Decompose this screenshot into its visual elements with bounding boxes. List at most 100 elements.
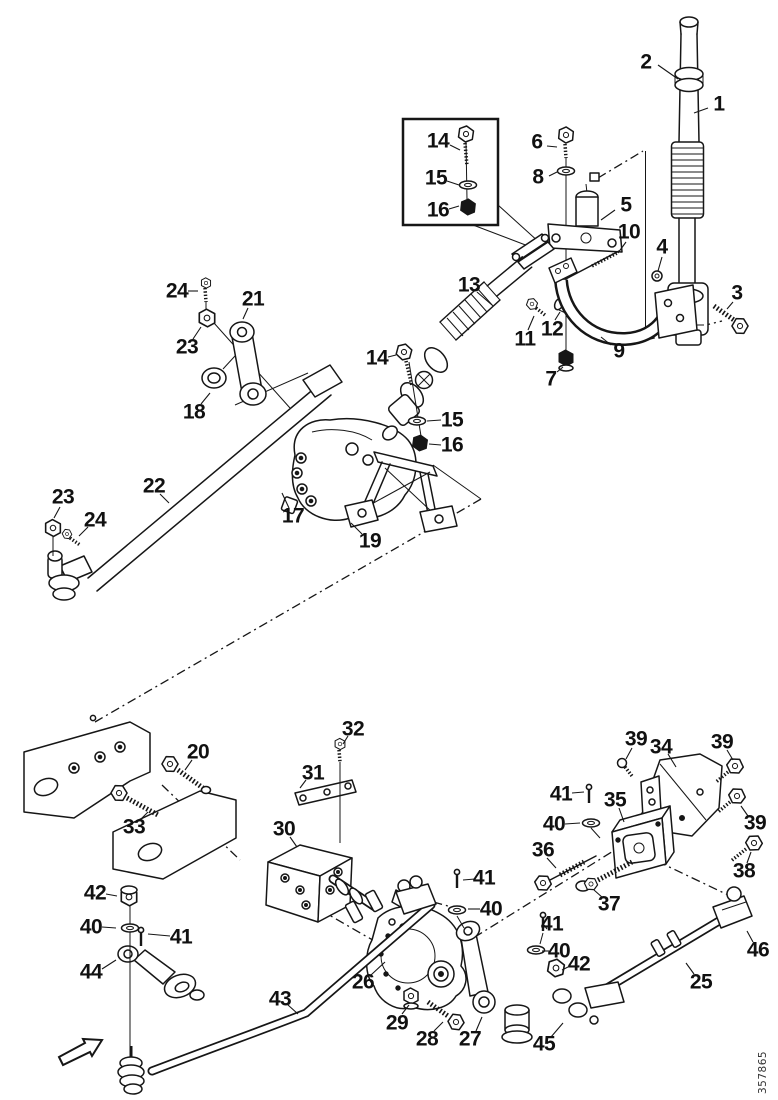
nut-16 xyxy=(411,433,429,453)
part-label-44: 44 xyxy=(80,961,103,984)
leader-line-46 xyxy=(746,930,754,943)
leader-line-41 xyxy=(147,933,171,937)
tie-rod-socket-right xyxy=(395,875,437,915)
part-label-41: 41 xyxy=(541,913,564,936)
bolt-39-b xyxy=(714,755,746,784)
leader-line-36 xyxy=(546,857,557,869)
leader-line-30 xyxy=(289,836,298,848)
leader-line-6 xyxy=(546,145,558,148)
part-label-14: 14 xyxy=(366,347,389,370)
part-label-8: 8 xyxy=(532,166,544,189)
part-label-30: 30 xyxy=(273,818,295,841)
leader-line-38 xyxy=(746,851,752,864)
leader-line-17 xyxy=(281,492,290,509)
column-bellows xyxy=(672,147,703,215)
ball-seats-45 xyxy=(552,988,599,1025)
part-label-42: 42 xyxy=(84,882,106,905)
leader-line-37 xyxy=(593,889,604,899)
nut-42-left xyxy=(120,885,138,907)
bolt-37 xyxy=(575,859,634,893)
part-label-13: 13 xyxy=(458,274,480,297)
leader-line-13 xyxy=(476,291,493,306)
part-label-21: 21 xyxy=(242,288,265,311)
part-label-22: 22 xyxy=(143,475,165,498)
leader-line-27 xyxy=(475,1016,483,1032)
steering-gear-17 xyxy=(280,417,417,522)
part-label-19: 19 xyxy=(359,530,381,553)
leader-line-39 xyxy=(625,747,633,760)
part-label-41: 41 xyxy=(170,926,193,949)
steering-shaft-13 xyxy=(387,233,555,453)
link-socket-left xyxy=(584,981,625,1009)
leader-line-39 xyxy=(726,749,734,761)
part-label-39: 39 xyxy=(625,728,647,751)
part-label-12: 12 xyxy=(541,318,563,341)
leader-line-14 xyxy=(387,354,397,358)
tie-rod-end-left xyxy=(117,1046,145,1095)
shaft-bellows xyxy=(439,281,501,341)
leader-line-5 xyxy=(600,209,616,221)
part-label-24: 24 xyxy=(166,280,189,303)
cotter-pin-41-a xyxy=(453,868,461,890)
leader-line-34 xyxy=(667,753,677,768)
valve-assembly xyxy=(524,125,623,372)
leader-line-33 xyxy=(139,811,149,821)
part-label-7: 7 xyxy=(545,368,556,391)
bolt-11 xyxy=(524,296,547,317)
leader-line-41 xyxy=(462,878,476,881)
part-label-40: 40 xyxy=(548,940,570,963)
leader-line-10 xyxy=(617,241,627,254)
part-label-41: 41 xyxy=(550,783,573,806)
part-label-5: 5 xyxy=(620,194,632,217)
leader-line-16 xyxy=(428,443,442,446)
leader-line-41 xyxy=(543,924,548,930)
nut-23-upper xyxy=(198,308,216,328)
part-label-3: 3 xyxy=(731,282,742,305)
leader-line-20 xyxy=(184,759,193,771)
part-label-1: 1 xyxy=(713,93,725,116)
part-label-27: 27 xyxy=(459,1028,481,1051)
link-socket xyxy=(302,364,343,398)
leader-line-23 xyxy=(53,506,61,519)
steering-arm-27 xyxy=(447,868,533,1044)
leader-line-9 xyxy=(600,336,612,346)
bolt-39-a xyxy=(616,757,634,778)
part-label-24: 24 xyxy=(84,509,107,532)
part-label-33: 33 xyxy=(123,816,145,839)
lock-washer-4 xyxy=(651,270,663,282)
part-label-46: 46 xyxy=(747,939,769,962)
support-bracket-9 xyxy=(548,257,698,347)
column-clamp-2 xyxy=(674,66,704,93)
pitman-arm-21 xyxy=(229,321,267,406)
clamp-collars xyxy=(344,889,384,924)
leader-line-21 xyxy=(242,307,249,320)
cotter-pin-41-left xyxy=(137,926,145,948)
leader-line-18 xyxy=(200,392,211,405)
leader-line-42 xyxy=(105,893,118,897)
leader-line-16 xyxy=(448,205,460,210)
mount-35 xyxy=(611,805,675,879)
part-label-11: 11 xyxy=(514,328,536,351)
part-label-37: 37 xyxy=(598,893,620,916)
frame-brackets xyxy=(23,721,357,923)
leader-line-44 xyxy=(101,959,117,970)
leader-line-2 xyxy=(657,64,679,80)
part-label-45: 45 xyxy=(533,1033,556,1056)
tie-rod-end-lower xyxy=(47,550,93,601)
washer-40-mid xyxy=(526,945,546,955)
leader-line-1 xyxy=(693,107,709,114)
washer-40-left xyxy=(120,923,140,933)
leader-line-40 xyxy=(101,926,117,929)
part-label-15: 15 xyxy=(425,167,448,190)
part-label-2: 2 xyxy=(640,51,651,74)
bolt-38 xyxy=(729,831,765,863)
bolt-39-c xyxy=(716,785,748,814)
part-label-25: 25 xyxy=(690,971,713,994)
part-label-43: 43 xyxy=(269,988,291,1011)
tie-rod-43 xyxy=(117,875,437,1095)
leader-line-32 xyxy=(342,735,349,745)
part-label-23: 23 xyxy=(176,336,198,359)
part-label-38: 38 xyxy=(733,860,756,883)
